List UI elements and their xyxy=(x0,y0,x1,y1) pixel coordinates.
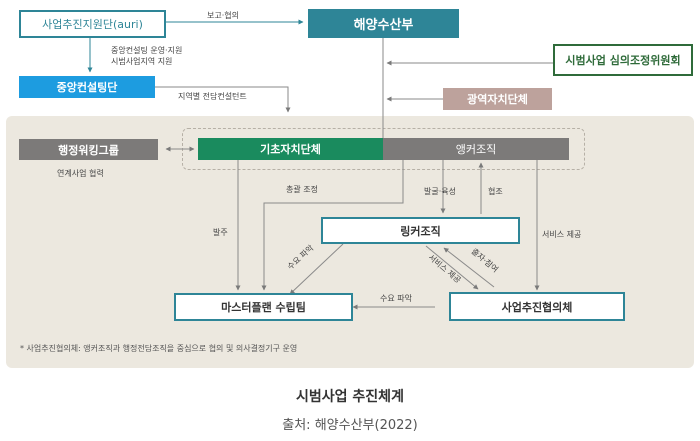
report-label: 보고·협의 xyxy=(207,11,239,20)
arrow-central-to-basic xyxy=(155,86,291,113)
council-box: 사업추진협의체 xyxy=(449,292,625,321)
central-consulting-box: 중앙컨설팅단 xyxy=(19,76,155,98)
central-support-label-2: 시범사업지역 지원 xyxy=(111,57,173,66)
committee-box: 시범사업 심의조정위원회 xyxy=(553,44,693,76)
regional-consultant-label: 지역별 전담컨설턴트 xyxy=(178,92,247,101)
figure-title: 시범사업 추진체계 xyxy=(296,389,404,405)
linked-work-label: 연계사업 협력 xyxy=(57,169,104,178)
service-provide-label: 서비스 제공 xyxy=(542,230,582,239)
masterplan-box: 마스터플랜 수립팀 xyxy=(174,293,353,321)
wide-area-box: 광역자치단체 xyxy=(443,88,552,110)
cooperation-label: 협조 xyxy=(488,187,503,196)
arrow-council-to-linker xyxy=(443,247,495,288)
order-label: 발주 xyxy=(213,228,228,237)
basic-local-box: 기초자치단체 xyxy=(198,138,383,160)
arrow-linker-to-council xyxy=(425,245,479,290)
linker-box: 링커조직 xyxy=(321,217,520,244)
ministry-box: 해양수산부 xyxy=(308,9,459,38)
auri-box: 사업추진지원단(auri) xyxy=(19,10,166,38)
arrow-demand-1 xyxy=(289,243,344,295)
anchor-box: 앵커조직 xyxy=(383,138,569,160)
central-support-label-1: 중앙컨설팅 운영·지원 xyxy=(111,46,183,55)
demand-identify-label-2: 수요 파악 xyxy=(380,294,412,303)
discover-foster-label: 발굴·육성 xyxy=(424,187,456,196)
footnote: * 사업추진협의체: 앵커조직과 행정전담조직을 중심으로 협의 및 의사결정기… xyxy=(20,344,298,353)
figure-source: 출처: 해양수산부(2022) xyxy=(282,418,418,433)
arrow-general-coordination xyxy=(261,160,404,291)
general-coordination-label: 총괄 조정 xyxy=(286,185,318,194)
admin-group-box: 행정워킹그룹 xyxy=(19,139,158,160)
